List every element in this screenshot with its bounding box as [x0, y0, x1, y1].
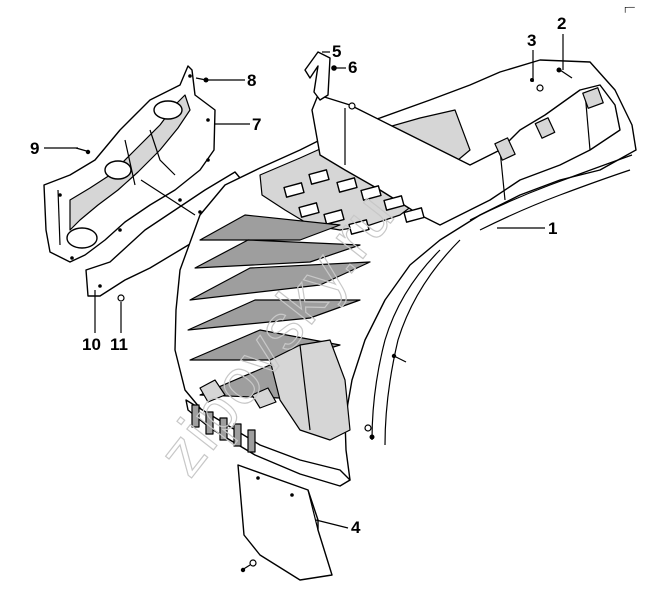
- callout-1: 1: [548, 219, 557, 238]
- screw-9: [75, 147, 91, 155]
- callout-5: 5: [332, 42, 341, 61]
- wheel-arch-curve: [371, 249, 441, 441]
- fender-liner: [174, 51, 637, 487]
- callout-4: 4: [351, 518, 361, 537]
- nut-11: [117, 294, 125, 302]
- wall-tab-2: [534, 117, 556, 139]
- callout-7: 7: [252, 115, 261, 134]
- shield-opening-lower: [66, 227, 98, 249]
- screw-mud-flap: [240, 559, 257, 573]
- bracket-5: [304, 51, 331, 101]
- callout-11: 11: [110, 335, 128, 354]
- shield-opening-mid: [104, 160, 132, 180]
- callout-9: 9: [30, 139, 39, 158]
- callout-10: 10: [82, 335, 101, 354]
- heat-shield-assembly: [43, 65, 241, 297]
- callout-3: 3: [527, 31, 536, 50]
- corner-mark: ┌─: [622, 2, 635, 13]
- leader-lines: [44, 34, 564, 529]
- washer-3: [536, 84, 544, 92]
- callout-2: 2: [557, 14, 566, 33]
- mud-flap: [237, 464, 333, 581]
- callout-labels: 1 2 3 4 5 6 7 8 9 10 11: [30, 14, 566, 537]
- fasteners: [75, 65, 573, 573]
- shelf-ribs: [283, 169, 425, 235]
- callout-6: 6: [348, 58, 357, 77]
- bolt-2: [556, 67, 573, 79]
- vent-slots: [191, 404, 256, 453]
- callout-8: 8: [247, 71, 256, 90]
- shield-opening-upper: [153, 100, 183, 120]
- fender-bottom-edge: [185, 399, 351, 487]
- wall-tab-3: [582, 87, 604, 109]
- wall-tab-1: [494, 137, 516, 161]
- lower-box: [269, 339, 351, 441]
- screw-side: [391, 353, 407, 363]
- nut-6: [331, 65, 337, 71]
- screw-8: [195, 77, 209, 83]
